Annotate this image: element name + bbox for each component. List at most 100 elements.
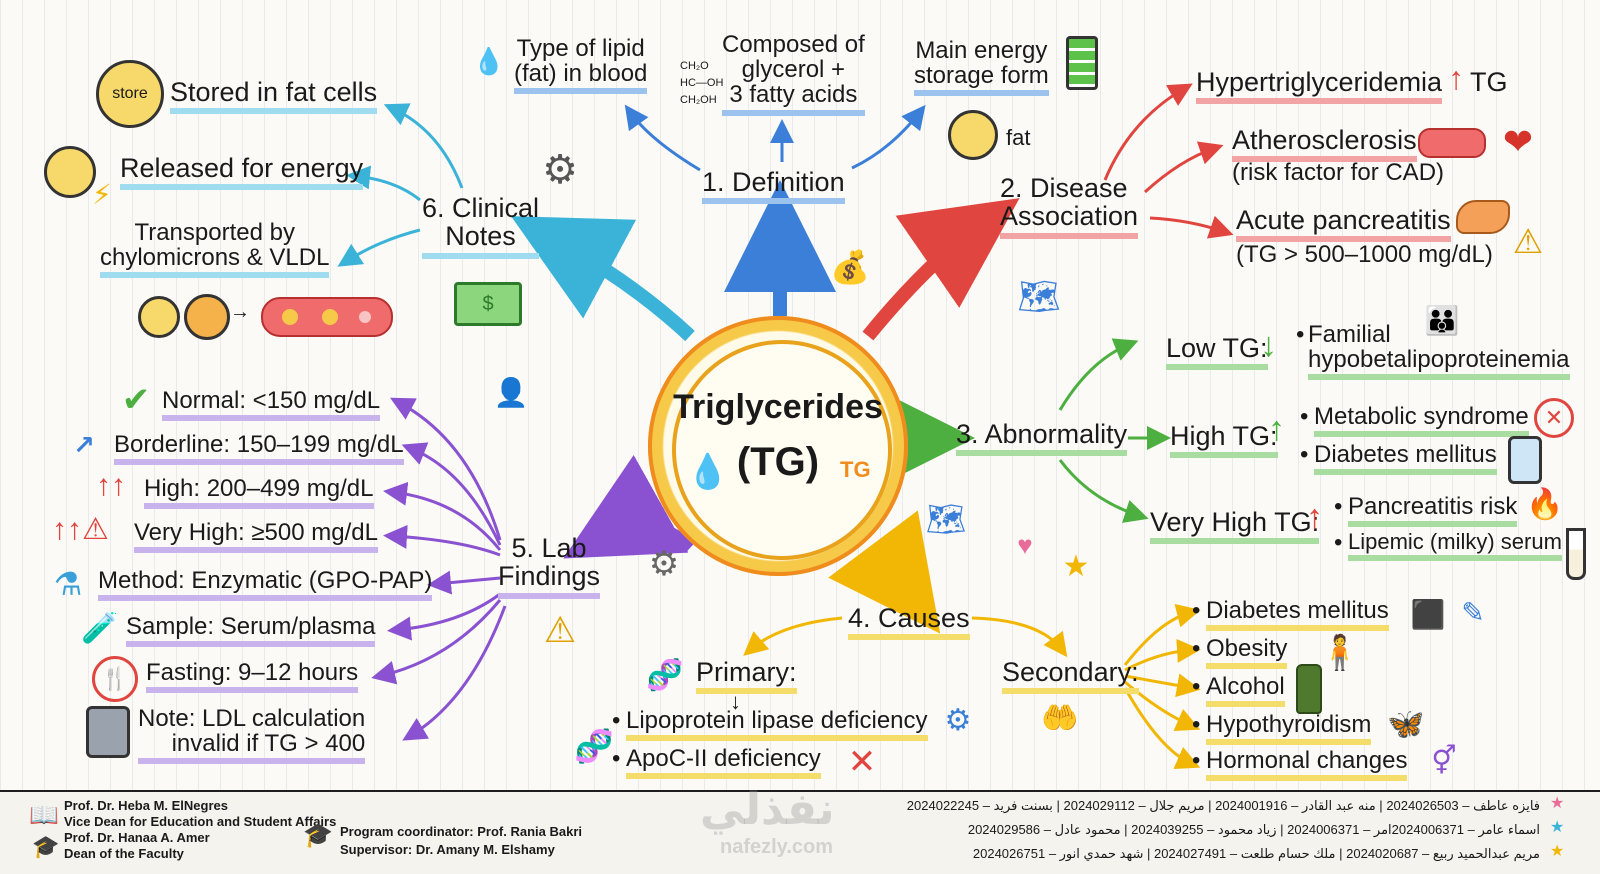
disease-item-pancreatitis: Acute pancreatitis [1236,206,1451,243]
arrow-to-causes [828,510,941,634]
lab-item-high: High: 200–499 mg/dL [144,476,374,510]
pancreas-icon [1456,200,1510,234]
test-tube-icon [1566,528,1586,580]
definition-composed: Composed of glycerol + 3 fatty acids [722,32,865,116]
lab-item-note: Note: LDL calculation invalid if TG > 40… [138,706,366,765]
fat-cell-icon [948,110,998,160]
arrow-to-lab [563,454,695,559]
star-icon-yellow: ★ [1550,843,1565,860]
cross-mark-icon: ✕ [847,743,877,781]
obese-person-icon: 🧍 [1318,634,1362,672]
lab-item-method: Method: Enzymatic (GPO-PAP) [98,568,433,602]
causes-secondary-item-1: Diabetes mellitus [1206,598,1389,632]
sugar-cubes-icon: ⬛ [1410,598,1446,630]
store-label: store [112,85,148,102]
definition-type-of-lipid: Type of lipid (fat) in blood [514,36,648,95]
abnormality-veryhigh-item-1: Pancreatitis risk [1348,494,1518,528]
secondary-bullet-1: • [1192,597,1201,624]
footer-program: Program coordinator: Prof. Rania Bakri [340,824,582,839]
arrow-down-icon: ↓ [1260,326,1277,364]
heart-organ-icon: ❤ [1502,121,1534,162]
thyroid-icon: 🦋 [1387,707,1425,741]
trend-up-icon: ↗ [73,429,95,460]
causes-primary-item-1: Lipoprotein lipase deficiency [626,708,928,742]
arrow-up-icon: ↑ [1448,60,1464,96]
lightning-icon: ⚡ [92,179,112,210]
lab-warning-icon: ⚠ [543,609,577,650]
abnormality-veryhigh-label: Very High TG: [1150,508,1320,545]
fat-label: fat [1006,125,1031,150]
dna-icon-2: 🧬 [574,728,614,764]
no-sign-icon: ✕ [1534,398,1574,438]
footer-students-1: فايزه عاطف – 2024026503 | منه عبد القادر… [906,798,1540,813]
money-icon: $ [454,282,522,326]
primary-bullet-1: • [612,707,621,734]
dna-icon: 🧬 [646,658,684,692]
footer-supervisor: Supervisor: Dr. Amany M. Elshamy [340,842,555,857]
arrow-up-red-icon: ↑ [1306,498,1323,536]
family-tree-icon: 👪 [1424,304,1460,336]
tg-badge: TG [840,457,871,482]
footer-left-3: Prof. Dr. Hanaa A. Amer [64,830,210,845]
causes-secondary-item-3: Alcohol [1206,674,1285,708]
graduate-icon: 🎓 [32,834,60,859]
glycerol-formula: CH₂O HC—OH CH₂OH [680,60,724,107]
gear-icon-2: ⚙ [648,545,680,583]
connector-arrows [261,83,1234,769]
disease-item-atherosclerosis-sub: (risk factor for CAD) [1232,159,1445,186]
hand-money-icon: 🤲 [1041,701,1079,735]
footer-left-2: Vice Dean for Education and Student Affa… [64,814,337,829]
release-cell-icon [44,146,96,198]
drop-icon: 💧 [686,453,730,491]
gender-symbols-icon: ⚥ [1431,744,1457,776]
high-bullet-1: • [1300,403,1309,430]
star-icon-pink: ★ [1550,795,1565,812]
causes-secondary-label: Secondary: [1002,658,1139,695]
center-circle [672,340,892,560]
secondary-bullet-3: • [1192,673,1201,700]
user-icon: 👤 [493,376,529,408]
clinical-item-transported: Transported by chylomicrons & VLDL [100,220,330,279]
battery-icon [1066,36,1098,90]
abnormality-heading: 3. Abnormality [956,420,1128,457]
disease-item-hypertriglyceridemia-suffix: TG [1470,67,1508,97]
lab-item-sample: Sample: Serum/plasma [126,614,376,648]
causes-heading: 4. Causes [848,604,970,641]
lab-item-very-high: Very High: ≥500 mg/dL [134,520,378,554]
warning-icon: ⚠ [1512,223,1544,261]
arrow-to-clinical [510,216,695,342]
vldl-icon [184,294,230,340]
secondary-bullet-5: • [1192,747,1201,774]
check-icon: ✔ [121,381,151,419]
gears-icon: ⚙ [542,148,578,192]
disease-item-hypertriglyceridemia: Hypertriglyceridemia [1196,68,1443,105]
star-icon-blue: ★ [1550,819,1565,836]
map-icon: 🗺 [1017,278,1061,316]
clinical-heading: 6. Clinical Notes [422,194,540,259]
disease-item-atherosclerosis: Atherosclerosis [1232,126,1417,163]
center-subtitle: (TG) [736,440,820,484]
clinical-item-stored: Stored in fat cells [170,78,378,115]
primary-down-arrow: ↓ [730,689,741,714]
lab-heading: 5. Lab Findings [498,534,601,599]
disease-heading: 2. Disease Association [1000,174,1139,239]
no-food-icon: 🍴 [92,656,138,702]
transport-arrow: → [230,301,250,323]
high-bullet-2: • [1300,441,1309,468]
watermark: نفذلي [700,785,835,834]
map-icon-2: 🗺 [925,501,967,537]
arrow-up-green-icon: ↑ [1268,410,1285,448]
store-cell-icon: store [96,60,164,128]
veryhigh-bullet-1: • [1334,493,1343,520]
abnormality-high-item-2: Diabetes mellitus [1314,442,1497,476]
abnormality-low-item: Familial hypobetalipoproteinemia [1308,322,1570,381]
watermark-url: nafezly.com [720,836,833,858]
book-icon: 📖 [29,801,59,829]
low-bullet: • [1296,321,1305,348]
secondary-bullet-4: • [1192,711,1201,738]
fire-icon: 🔥 [1526,487,1564,521]
mortarboard-icon: 🎓 [303,821,333,849]
chylomicron-icon [138,296,180,338]
abnormality-low-label: Low TG: [1166,334,1268,371]
footer-left-4: Dean of the Faculty [64,846,184,861]
